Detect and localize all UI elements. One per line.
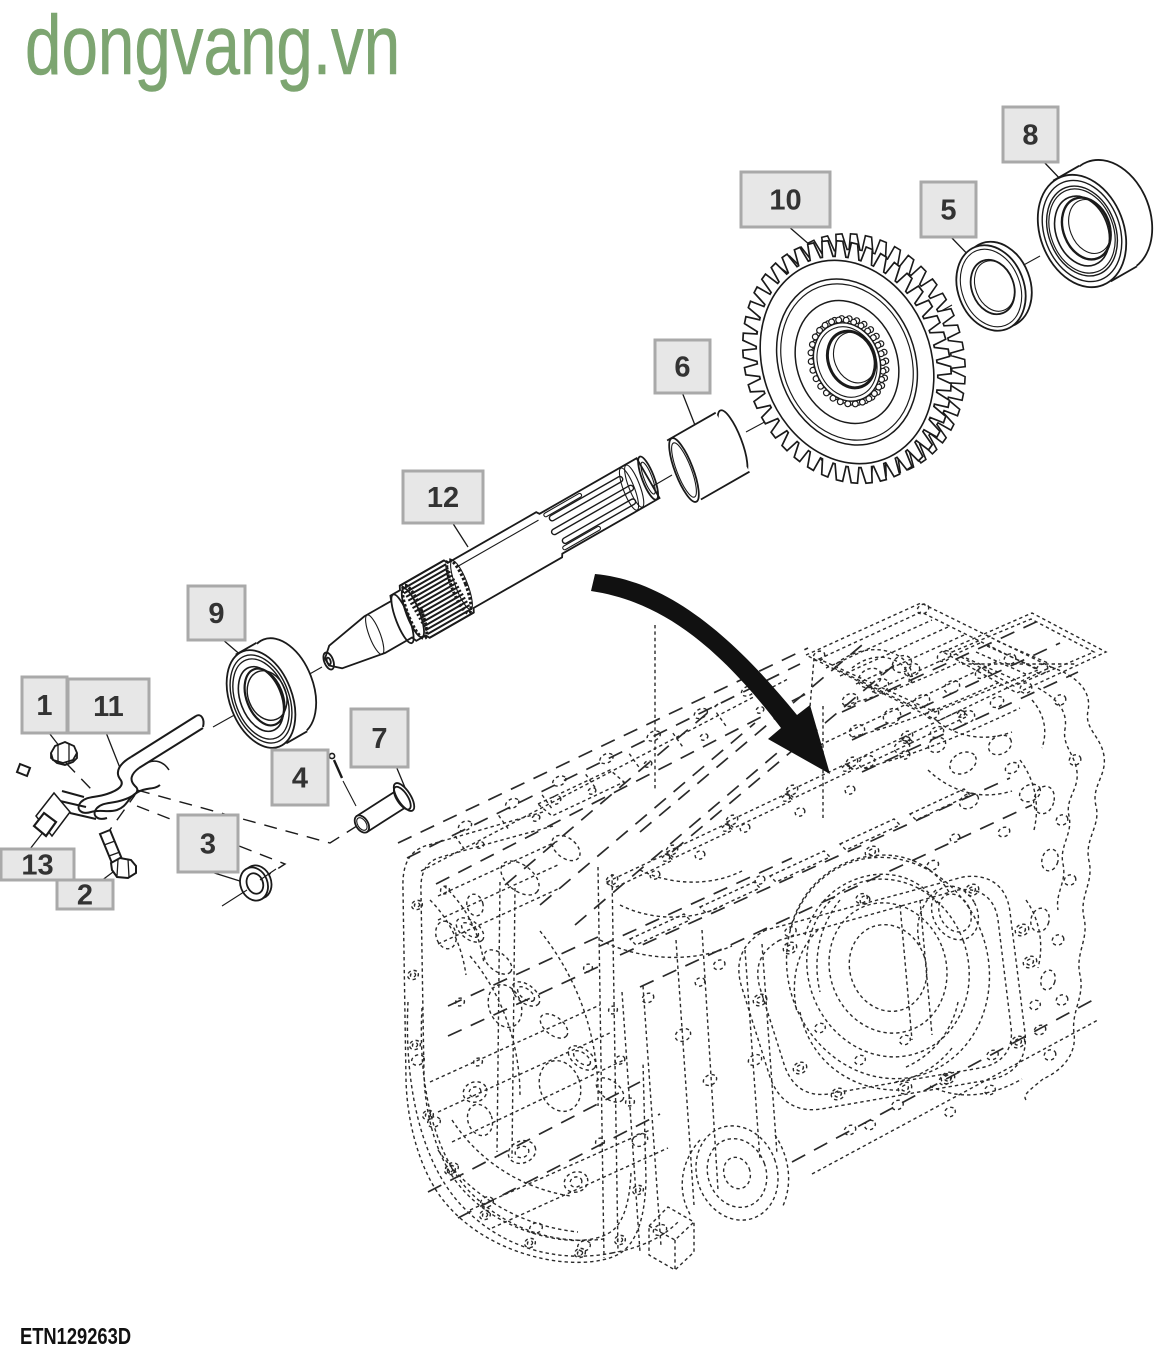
svg-text:2: 2 [77,880,93,912]
svg-text:9: 9 [208,598,224,630]
svg-text:5: 5 [940,195,956,227]
svg-text:12: 12 [427,482,459,514]
svg-text:11: 11 [93,691,124,723]
svg-text:8: 8 [1022,120,1038,152]
svg-text:10: 10 [769,185,801,217]
svg-text:7: 7 [371,723,387,755]
svg-text:3: 3 [200,829,216,861]
svg-text:13: 13 [21,850,53,882]
svg-text:4: 4 [292,763,308,795]
svg-text:1: 1 [36,690,52,722]
svg-text:6: 6 [674,352,690,384]
